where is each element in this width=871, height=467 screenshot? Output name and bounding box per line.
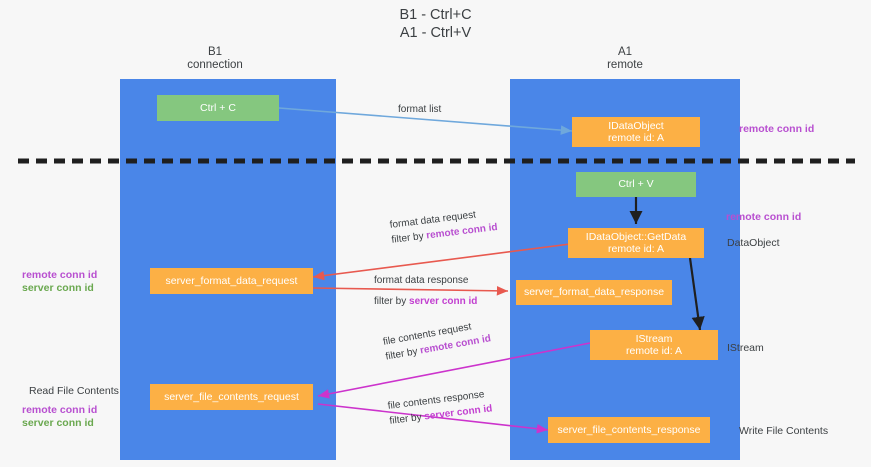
right-label-write-file-contents: Write File Contents — [739, 425, 829, 437]
page-title: B1 - Ctrl+C A1 - Ctrl+V — [0, 6, 871, 42]
column-header-b1-name: B1 — [207, 46, 223, 58]
box-server-file-contents-request-label: server_file_contents_request — [164, 390, 299, 403]
label-file-contents-request-group: file contents request filter by remote c… — [382, 317, 492, 363]
box-idataobject[interactable]: IDataObject remote id: A — [572, 117, 700, 147]
right-label-remote-conn-id-mid: remote conn id — [726, 211, 802, 223]
box-server-format-data-request[interactable]: server_format_data_request — [150, 268, 313, 294]
title-line-2: A1 - Ctrl+V — [399, 25, 472, 41]
box-ctrl-c[interactable]: Ctrl + C — [157, 95, 279, 121]
box-idataobject-line1: IDataObject — [608, 119, 664, 132]
box-ctrl-v-label: Ctrl + V — [618, 178, 654, 191]
filter-prefix-2: filter by — [374, 296, 410, 307]
column-header-a1: A1 remote — [565, 46, 685, 72]
column-header-a1-name: A1 — [617, 46, 633, 58]
box-istream-line2: remote id: A — [625, 345, 683, 357]
label-format-list: format list — [398, 104, 442, 115]
left-label-remote-conn-id: remote conn id — [22, 269, 98, 281]
right-label-istream: IStream — [727, 342, 764, 354]
left-label-remote-conn-id-2: remote conn id — [22, 404, 98, 416]
label-format-data-response-filter: filter by server conn id — [374, 295, 477, 308]
box-istream[interactable]: IStream remote id: A — [590, 330, 718, 360]
filter-prefix-3: filter by — [384, 345, 422, 363]
right-label-remote-conn-id-top: remote conn id — [739, 123, 815, 135]
box-istream-line1: IStream — [635, 332, 673, 345]
box-ctrl-c-label: Ctrl + C — [200, 101, 236, 114]
column-header-b1: B1 connection — [155, 46, 275, 72]
label-format-data-response: format data response — [374, 275, 469, 286]
column-header-a1-sub: remote — [607, 59, 643, 71]
box-server-file-contents-response-label: server_file_contents_response — [557, 423, 701, 436]
box-server-file-contents-response[interactable]: server_file_contents_response — [548, 417, 710, 443]
label-file-contents-response-group: file contents response filter by server … — [387, 387, 493, 427]
left-label-server-conn-id: server conn id — [22, 282, 94, 294]
title-line-1: B1 - Ctrl+C — [399, 7, 472, 23]
box-getdata-line1: IDataObject::GetData — [585, 230, 687, 243]
filter-key-server-conn-id-1: server conn id — [409, 296, 478, 307]
box-getdata[interactable]: IDataObject::GetData remote id: A — [568, 228, 704, 258]
box-idataobject-line2: remote id: A — [607, 132, 665, 144]
right-label-dataobject: DataObject — [727, 237, 780, 249]
left-label-server-conn-id-2: server conn id — [22, 417, 94, 429]
left-label-read-file-contents: Read File Contents — [29, 385, 119, 397]
box-server-file-contents-request[interactable]: server_file_contents_request — [150, 384, 313, 410]
filter-prefix-1: filter by — [390, 230, 428, 246]
label-format-data-response-group: format data response filter by server co… — [374, 274, 477, 308]
box-server-format-data-response[interactable]: server_format_data_response — [516, 280, 672, 305]
box-server-format-data-request-label: server_format_data_request — [165, 274, 298, 287]
box-getdata-line2: remote id: A — [607, 243, 665, 255]
column-header-b1-sub: connection — [187, 59, 243, 71]
label-format-data-request-group: format data request filter by remote con… — [389, 206, 498, 247]
filter-prefix-4: filter by — [388, 411, 426, 427]
box-ctrl-v[interactable]: Ctrl + V — [576, 172, 696, 197]
box-server-format-data-response-label: server_format_data_response — [523, 286, 665, 299]
